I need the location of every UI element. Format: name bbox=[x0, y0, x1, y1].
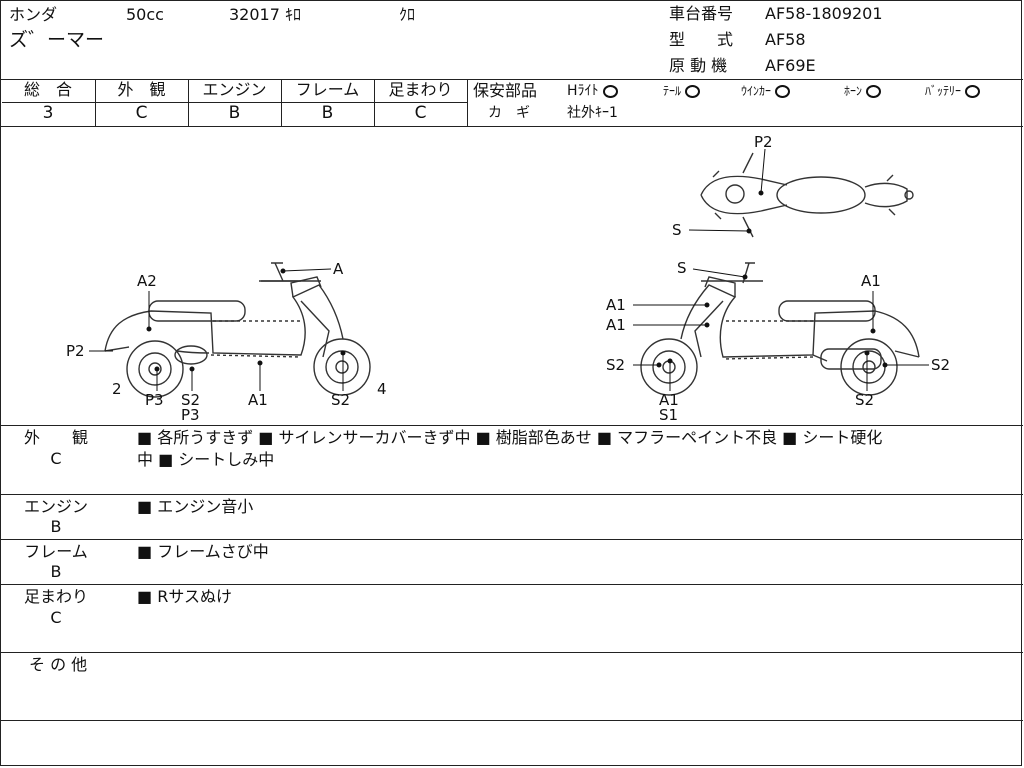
damage-label: A bbox=[333, 260, 344, 278]
grade-exterior-value: C bbox=[135, 103, 148, 123]
safety-item-battery: ﾊﾞｯﾃﾘｰ bbox=[925, 85, 981, 98]
remark-grade-frame: B bbox=[50, 562, 62, 581]
key-value: 社外ｷｰ1 bbox=[567, 105, 618, 121]
safety-item-horn: ﾎｰﾝ bbox=[844, 85, 882, 98]
frame-no-label: 車台番号 bbox=[669, 4, 734, 23]
damage-label: A1 bbox=[606, 316, 626, 334]
damage-label: S2 bbox=[606, 356, 625, 374]
ok-mark-icon bbox=[685, 85, 701, 98]
damage-label: S2 bbox=[931, 356, 950, 374]
damage-label: A1 bbox=[861, 272, 881, 290]
color: ｸﾛ bbox=[399, 5, 416, 24]
grade-frame-value: B bbox=[321, 103, 334, 123]
divider bbox=[1, 539, 1023, 540]
divider bbox=[1, 126, 1023, 127]
damage-label: S2 bbox=[181, 391, 200, 409]
remark-category-engine: エンジン bbox=[23, 497, 88, 516]
divider bbox=[467, 79, 468, 126]
remark-category-other: そ の 他 bbox=[29, 655, 88, 674]
damage-label: A1 bbox=[659, 391, 679, 409]
divider bbox=[1, 79, 1023, 80]
type-value: AF58 bbox=[765, 30, 806, 49]
divider bbox=[1, 652, 1023, 653]
grade-exterior-label: 外 観 bbox=[117, 80, 166, 99]
ok-mark-icon bbox=[775, 85, 791, 98]
remark-line: ■ Rサスぬけ bbox=[137, 587, 233, 606]
safety-item-winker: ｳｲﾝｶｰ bbox=[741, 85, 791, 98]
safety-label: 保安部品 bbox=[473, 81, 538, 100]
remark-line: ■ エンジン音小 bbox=[137, 497, 254, 516]
damage-label: A1 bbox=[248, 391, 268, 409]
damage-label: S1 bbox=[659, 406, 678, 424]
divider bbox=[1, 494, 1023, 495]
damage-label: P3 bbox=[145, 391, 164, 409]
remark-category-frame: フレーム bbox=[24, 542, 88, 561]
remark-line: 中 ■ シートしみ中 bbox=[137, 450, 275, 469]
damage-label: S2 bbox=[855, 391, 874, 409]
remark-line: ■ 各所うすきず ■ サイレンサーカバーきず中 ■ 樹脂部色あせ ■ マフラーペ… bbox=[137, 428, 883, 447]
divider bbox=[1, 584, 1023, 585]
remark-grade-suspension: C bbox=[50, 608, 62, 627]
grade-overall-label: 総 合 bbox=[23, 80, 72, 99]
damage-label: S bbox=[677, 259, 687, 277]
safety-item-headlight: Hﾗｲﾄ bbox=[567, 84, 618, 98]
damage-label: P2 bbox=[66, 342, 85, 360]
damage-label: 2 bbox=[112, 380, 122, 398]
displacement: 50cc bbox=[126, 5, 164, 24]
grade-engine-label: エンジン bbox=[202, 80, 267, 99]
damage-label: A1 bbox=[606, 296, 626, 314]
model-name: ズ゛ーマー bbox=[9, 29, 105, 51]
divider bbox=[2, 102, 467, 103]
ok-mark-icon bbox=[866, 85, 882, 98]
ok-mark-icon bbox=[602, 84, 618, 98]
damage-label: P2 bbox=[754, 133, 773, 151]
divider bbox=[1, 425, 1023, 426]
grade-overall-value: 3 bbox=[42, 103, 54, 123]
safety-item-tail: ﾃｰﾙ bbox=[663, 85, 701, 98]
frame-no-value: AF58-1809201 bbox=[765, 4, 883, 23]
divider bbox=[1, 720, 1023, 721]
grade-suspension-value: C bbox=[414, 103, 427, 123]
grade-frame-label: フレーム bbox=[295, 80, 360, 99]
maker: ホンダ bbox=[9, 5, 58, 24]
damage-label: A2 bbox=[137, 272, 157, 290]
damage-label: S bbox=[672, 221, 682, 239]
scooter-diagram: A2 P2 A 2 P3 S2 P3 A1 S2 4 S A1 A1 A1 S2… bbox=[66, 133, 950, 424]
remark-line: ■ フレームさび中 bbox=[137, 542, 269, 561]
engine-label: 原 動 機 bbox=[669, 56, 728, 75]
remark-grade-engine: B bbox=[50, 517, 62, 536]
mileage: 32017 ｷﾛ bbox=[229, 5, 301, 24]
damage-label: S2 bbox=[331, 391, 350, 409]
ok-mark-icon bbox=[965, 85, 981, 98]
engine-value: AF69E bbox=[765, 56, 816, 75]
remark-category-exterior: 外 観 bbox=[23, 428, 88, 447]
grade-engine-value: B bbox=[228, 103, 241, 123]
remark-grade-exterior: C bbox=[50, 449, 62, 468]
damage-label: 4 bbox=[377, 380, 387, 398]
type-label: 型 式 bbox=[669, 30, 734, 49]
scooter-top-view bbox=[700, 152, 914, 238]
key-label: カ ギ bbox=[488, 105, 530, 121]
grade-suspension-label: 足まわり bbox=[388, 80, 453, 99]
damage-label: P3 bbox=[181, 406, 200, 424]
remark-category-suspension: 足まわり bbox=[23, 587, 88, 606]
